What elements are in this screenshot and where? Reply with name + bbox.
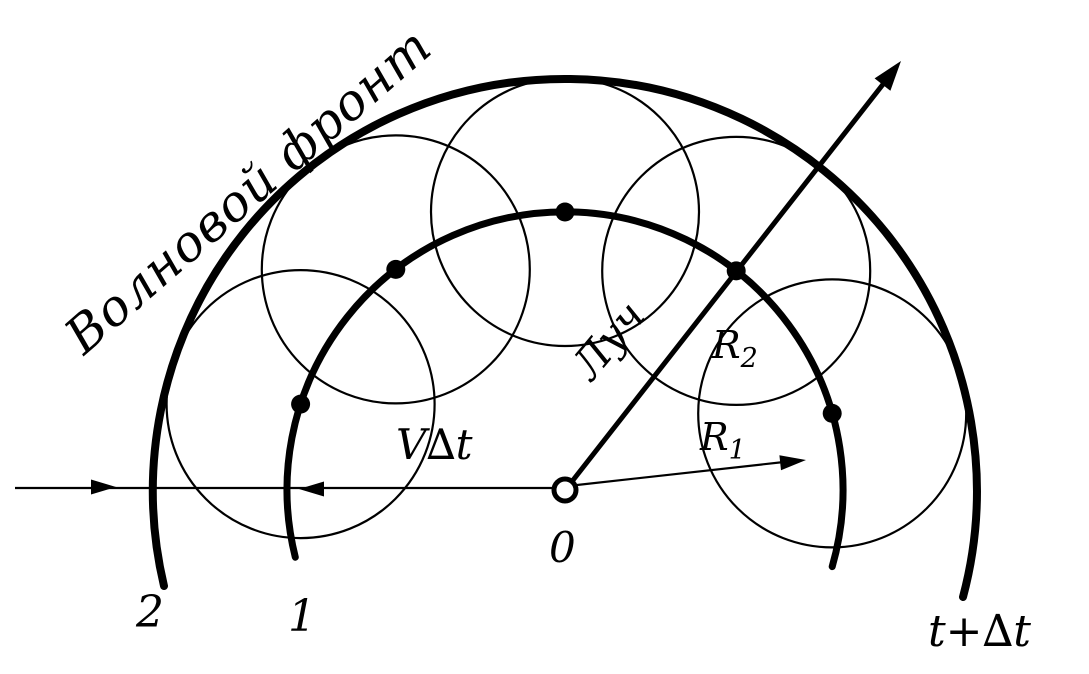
outer-wavefront-arc [148, 74, 981, 601]
radius2-base: R [711, 323, 741, 367]
v-delta-t-label: V∆t [396, 420, 473, 469]
radius2-subscript: 2 [740, 343, 758, 374]
radius1-line [576, 460, 785, 487]
ray-label: Луч [561, 291, 655, 390]
source-point [551, 476, 579, 504]
radius1-base: R [699, 415, 729, 459]
wavelet-center-dot [291, 394, 311, 414]
time-label: t+∆t [928, 606, 1031, 657]
wave-front-label: Волновой фронт [53, 16, 442, 365]
radius1-subscript: 1 [729, 435, 746, 466]
wavelet-circle [260, 134, 531, 405]
wavelet-center-dot [726, 261, 746, 281]
v-delta-t-arrowhead-icon [299, 481, 324, 497]
radius1-arrowhead-icon [779, 455, 806, 471]
inner-wavefront-arc [283, 208, 847, 571]
radius1-label: R1 [699, 415, 746, 466]
wavelet-center-dot [386, 259, 406, 279]
ray-line [568, 81, 886, 486]
secondary-wavelets [165, 76, 968, 549]
front1-label: 1 [288, 591, 316, 642]
propagation-arrowhead-icon [91, 479, 116, 495]
wavelet-circle [165, 269, 436, 540]
origin-label: 0 [549, 523, 576, 572]
radius2-label: R2 [711, 323, 758, 374]
ray-arrowhead-icon [874, 61, 901, 91]
wavelet-center-dot [555, 202, 575, 222]
front2-label: 2 [135, 587, 164, 638]
wavelet-circle [601, 135, 872, 406]
wavelet-center-dot [822, 403, 842, 423]
wavelet-center-dots [291, 202, 842, 423]
